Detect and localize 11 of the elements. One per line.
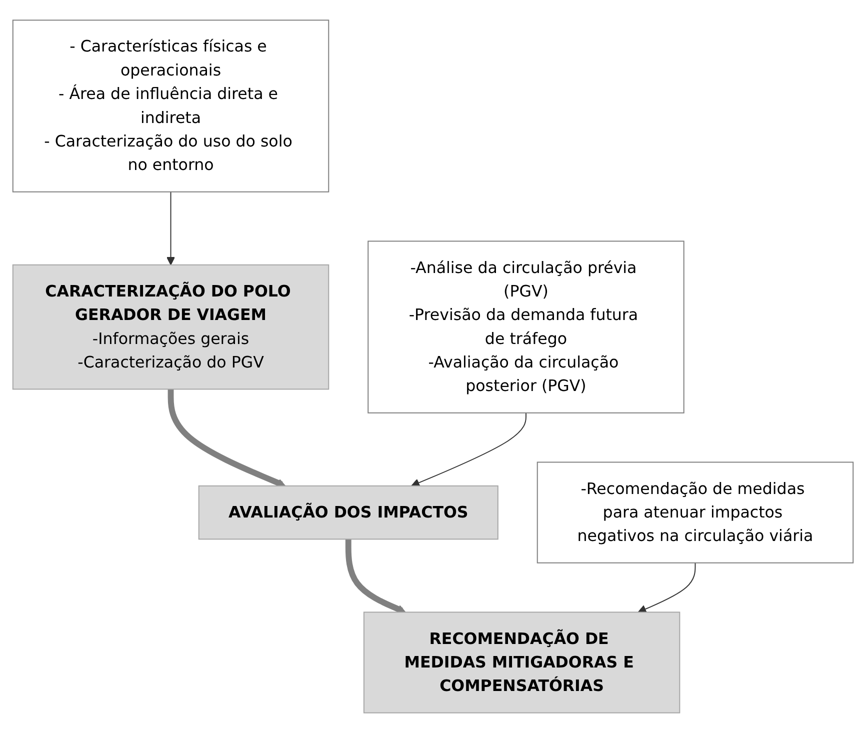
node-box: -Análise da circulação prévia (PGV) -Previsão da demanda futura de tráfego -Avaliação da circulação posterior (PGV) [368, 240, 684, 414]
node-box: - Características físicas e operacionais - Área de influência direta e indireta - Caracterização do uso do solo no entorno [12, 20, 330, 192]
arrow [345, 539, 406, 614]
node-box: -Recomendação de medidas para atenuar impactos negativos na circulação viária [536, 462, 854, 564]
arrow [168, 389, 286, 488]
arrow [166, 191, 176, 266]
node-box: CARACTERIZAÇÃO DO POLO GERADOR DE VIAGEM -Informações gerais -Caracterização do PGV [12, 264, 330, 390]
node-box: AVALIAÇÃO DOS IMPACTOS [198, 485, 498, 540]
node-box: RECOMENDAÇÃO DE MEDIDAS MITIGADORAS E COMPENSATÓRIAS [363, 612, 680, 714]
arrow [638, 562, 696, 614]
arrow [411, 412, 526, 487]
